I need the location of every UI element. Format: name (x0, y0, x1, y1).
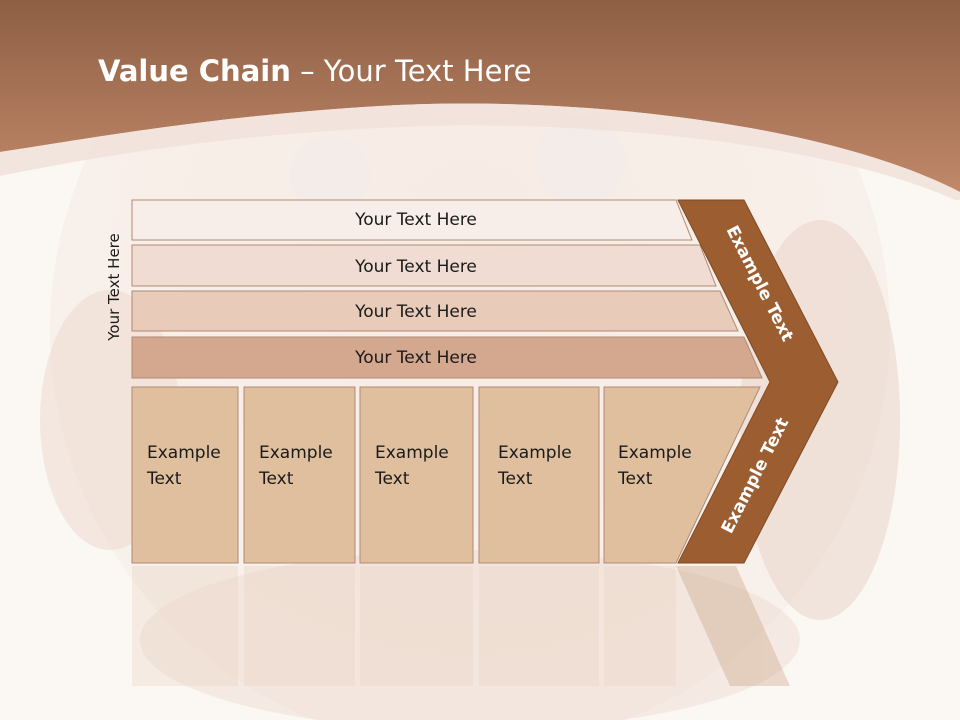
row-4-label: Your Text Here (354, 348, 477, 368)
column-4-label-line1: Example (498, 443, 572, 463)
column-2-label-line1: Example (259, 443, 333, 463)
column-5-label-line1: Example (618, 443, 692, 463)
row-1-shape (131, 199, 693, 241)
column-3-label-line2: Text (375, 469, 410, 489)
column-1-box (131, 386, 239, 564)
columns-reflection (132, 566, 790, 686)
title-bold: Value Chain (98, 54, 291, 88)
row-2-shape (131, 244, 717, 287)
row-3-shape (131, 290, 739, 332)
column-1-label-line1: Example (147, 443, 221, 463)
row-3-label: Your Text Here (354, 302, 477, 322)
column-3-label-line1: Example (375, 443, 449, 463)
page-title: Value Chain – Your Text Here (98, 54, 532, 88)
column-4-label: Example Text (498, 440, 572, 492)
row-4-shape (131, 336, 763, 379)
column-2-label: Example Text (259, 440, 333, 492)
column-5-label-line2: Text (618, 469, 653, 489)
row-1-label: Your Text Here (354, 210, 477, 230)
column-5-box (603, 386, 761, 564)
title-rest: – Your Text Here (290, 54, 532, 88)
column-1-label: Example Text (147, 440, 221, 492)
column-4-label-line2: Text (498, 469, 533, 489)
column-3-label: Example Text (375, 440, 449, 492)
column-5-label: Example Text (618, 440, 692, 492)
column-2-box (243, 386, 356, 564)
column-1-label-line2: Text (147, 469, 182, 489)
column-4-box (478, 386, 600, 564)
column-2-label-line2: Text (259, 469, 294, 489)
header-band (0, 0, 960, 200)
row-2-label: Your Text Here (354, 257, 477, 277)
chevron-shape (677, 199, 839, 564)
column-3-box (359, 386, 474, 564)
